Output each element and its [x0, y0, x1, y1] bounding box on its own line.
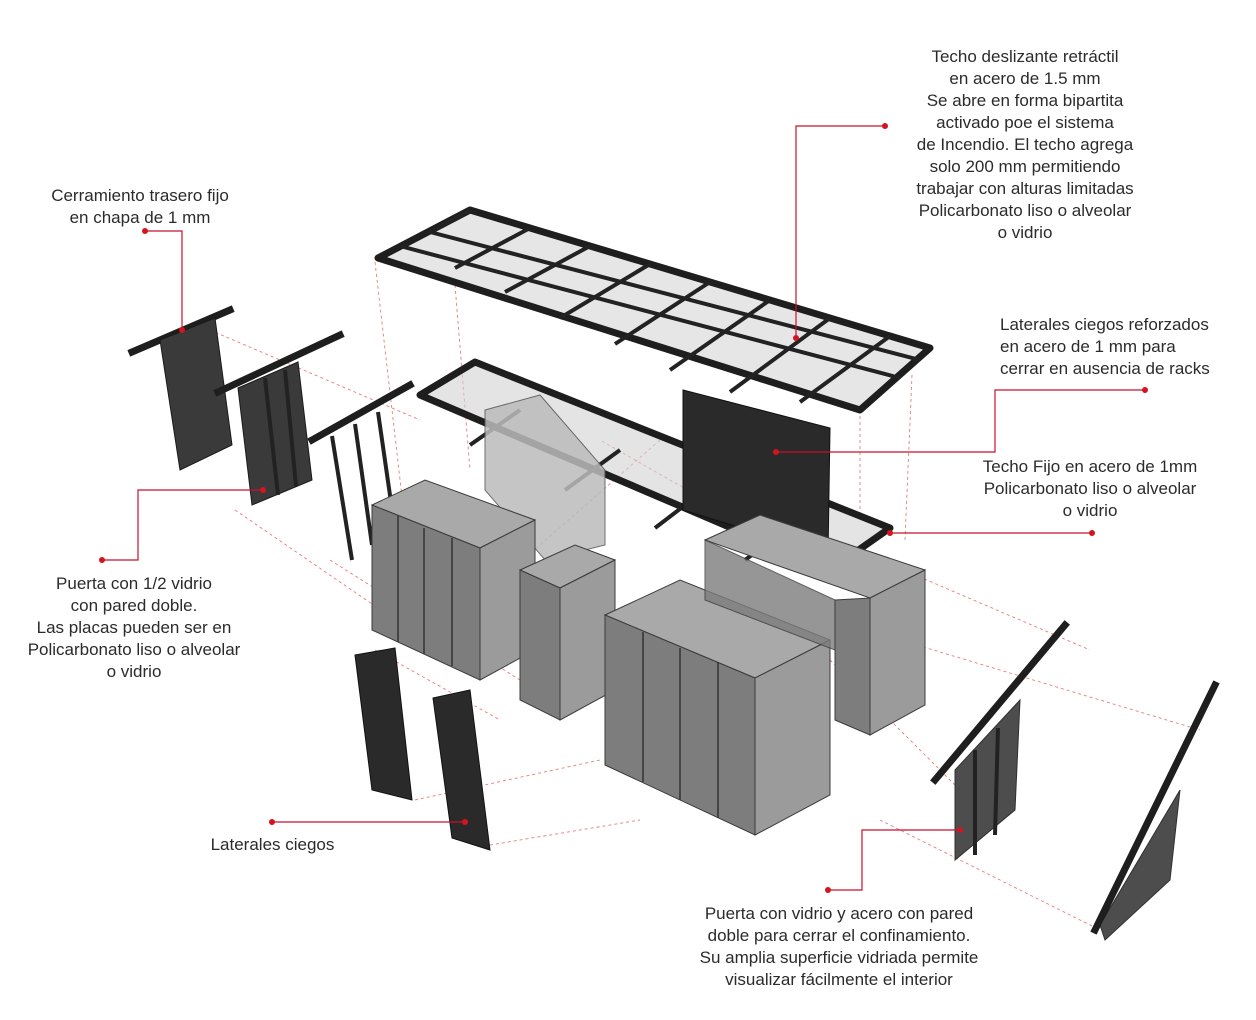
- label-blind-sides: Laterales ciegos: [190, 834, 355, 856]
- label-line: Policarbonato liso o alveolar: [918, 201, 1132, 220]
- label-line: Puerta con 1/2 vidrio: [56, 574, 212, 593]
- label-reinforced-sides: Laterales ciegos reforzados en acero de …: [1000, 314, 1252, 380]
- label-sliding-roof: Techo deslizante retráctil en acero de 1…: [880, 46, 1170, 244]
- glass-doors-right: [930, 620, 1220, 941]
- label-line: o vidrio: [1062, 501, 1118, 520]
- label-line: de Incendio. El techo agrega: [916, 135, 1134, 154]
- label-line: Su amplia superficie vidriada permite: [699, 948, 979, 967]
- label-line: o vidrio: [997, 223, 1053, 242]
- half-glass-door-left: [213, 330, 415, 561]
- label-line: trabajar con alturas limitadas: [916, 179, 1134, 198]
- label-rear-enclosure: Cerramiento trasero fijo en chapa de 1 m…: [30, 185, 250, 229]
- label-line: Laterales ciegos reforzados: [1000, 315, 1209, 334]
- label-line: Techo deslizante retráctil: [931, 47, 1119, 66]
- label-line: Policarbonato liso o alveolar: [27, 640, 241, 659]
- leader-lines: [102, 125, 1145, 891]
- label-line: cerrar en ausencia de racks: [1000, 359, 1210, 378]
- label-glass-door: Puerta con vidrio y acero con pared dobl…: [665, 903, 1013, 991]
- label-line: Las placas pueden ser en: [36, 618, 232, 637]
- label-line: doble para cerrar el confinamiento.: [707, 926, 971, 945]
- label-line: en acero de 1 mm para: [1000, 337, 1176, 356]
- label-fixed-roof: Techo Fijo en acero de 1mm Policarbonato…: [950, 456, 1230, 522]
- label-line: activado poe el sistema: [936, 113, 1114, 132]
- leader-dots: [99, 123, 1148, 893]
- label-line: solo 200 mm permitiendo: [929, 157, 1121, 176]
- rack-row-right: [703, 514, 927, 736]
- label-line: Puerta con vidrio y acero con pared: [704, 904, 974, 923]
- label-line: Policarbonato liso o alveolar: [983, 479, 1197, 498]
- blind-side-panels: [354, 647, 491, 851]
- label-line: o vidrio: [106, 662, 162, 681]
- label-half-glass-door: Puerta con 1/2 vidrio con pared doble. L…: [4, 573, 264, 683]
- label-line: visualizar fácilmente el interior: [725, 970, 953, 989]
- label-line: Techo Fijo en acero de 1mm: [982, 457, 1198, 476]
- rack-row-front: [603, 579, 832, 836]
- label-line: Se abre en forma bipartita: [926, 91, 1124, 110]
- rack-single: [518, 544, 617, 721]
- label-line: con pared doble.: [70, 596, 198, 615]
- label-line: Laterales ciegos: [210, 835, 335, 854]
- label-line: en chapa de 1 mm: [69, 208, 211, 227]
- label-line: Cerramiento trasero fijo: [51, 186, 229, 205]
- sliding-roof-illustration: [374, 206, 934, 414]
- label-line: en acero de 1.5 mm: [949, 69, 1101, 88]
